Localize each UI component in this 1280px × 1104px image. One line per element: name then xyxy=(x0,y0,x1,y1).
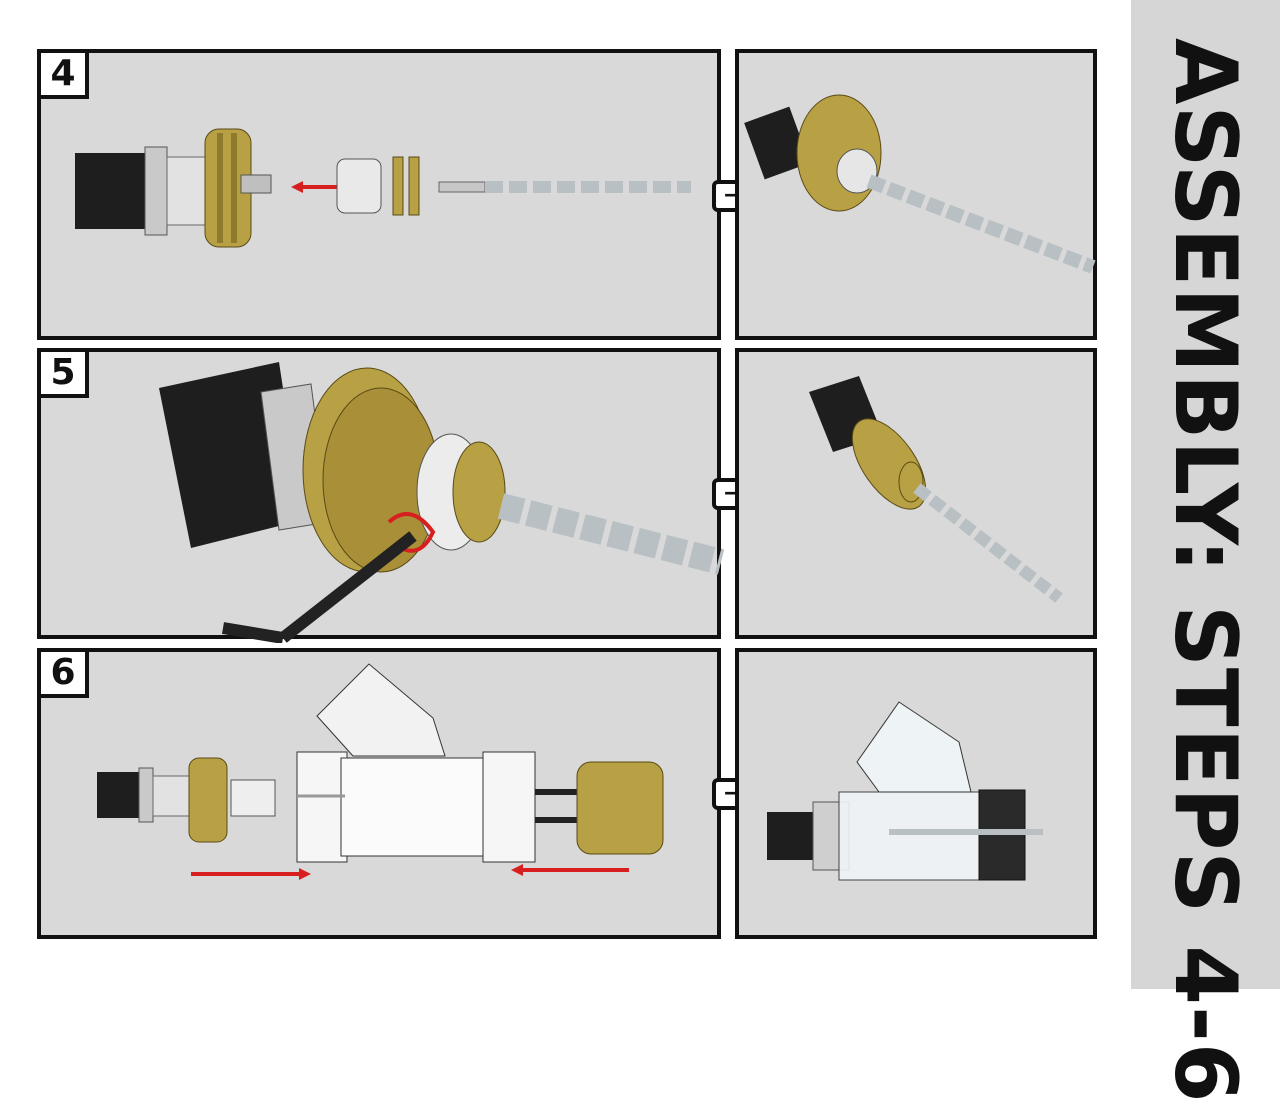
step-6-illustration xyxy=(97,663,664,880)
rotation-arrow xyxy=(387,512,436,553)
page-title: ASSEMBLY: STEPS 4-6 xyxy=(1131,0,1280,1104)
stepper-motor xyxy=(97,772,139,818)
page-title-text: ASSEMBLY: STEPS 4-6 xyxy=(1155,38,1255,1104)
step-6-number: 6 xyxy=(37,648,89,698)
brass-flange xyxy=(188,757,228,843)
pvc-wye-pipe xyxy=(838,791,998,881)
step-4-number: 4 xyxy=(37,49,89,99)
title-sidebar xyxy=(1131,0,1280,989)
step-4-result-panel xyxy=(735,49,1097,340)
brass-end-cap xyxy=(576,761,664,855)
step-5-illustration xyxy=(159,362,725,643)
step-4-main-panel: 4 xyxy=(37,49,721,340)
stepper-motor xyxy=(75,153,145,229)
auger-bit xyxy=(866,174,1096,274)
motor-shaft xyxy=(240,174,272,194)
step-5-main-panel: 5 xyxy=(37,348,725,643)
brass-washer xyxy=(392,156,404,216)
step-5-number: 5 xyxy=(37,348,89,398)
coupler xyxy=(230,779,276,817)
step-6-main-panel: 6 xyxy=(37,648,721,939)
step-4-illustration xyxy=(75,128,691,248)
auger-bit xyxy=(913,483,1063,603)
step-6-result-panel xyxy=(735,648,1097,939)
pvc-wye-pipe xyxy=(296,751,348,863)
step-5-result-panel xyxy=(735,348,1097,639)
auger-bit xyxy=(497,493,725,575)
stepper-motor xyxy=(767,812,813,860)
hex-key xyxy=(279,531,417,643)
coupler xyxy=(336,158,382,214)
brass-washer xyxy=(408,156,420,216)
